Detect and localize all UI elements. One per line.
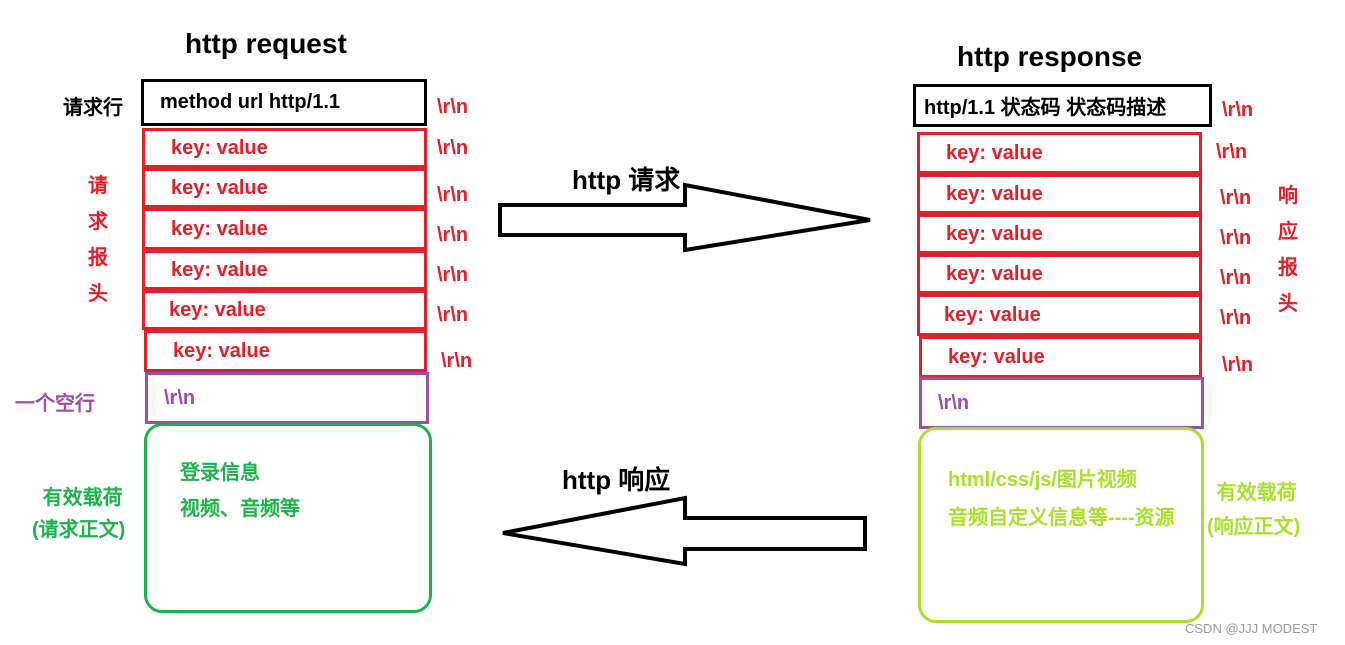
request-body-label-line: 有效载荷 <box>42 487 123 509</box>
watermark: CSDN @JJJ MODEST <box>1185 621 1318 636</box>
response-headers-label-char: 应 <box>1278 221 1298 243</box>
response-headers-label: 响 应 报 头 <box>1278 178 1298 322</box>
request-headers-label: 请 求 报 头 <box>88 168 108 312</box>
request-header-crlf: \r\n <box>441 350 473 372</box>
response-header-crlf: \r\n <box>1222 354 1254 376</box>
response-status-line-box: http/1.1 状态码 状态码描述 <box>913 84 1212 127</box>
response-headers-label-char: 报 <box>1278 257 1298 279</box>
request-header-crlf: \r\n <box>437 264 469 286</box>
response-header-crlf: \r\n <box>1220 227 1252 249</box>
request-header-row: key: value <box>142 290 427 330</box>
request-header-crlf: \r\n <box>437 304 469 326</box>
request-line-label: 请求行 <box>63 97 123 119</box>
response-arrow <box>502 495 867 567</box>
request-empty-line-box: \r\n <box>145 372 429 424</box>
request-line-crlf: \r\n <box>437 96 469 118</box>
request-body-line: 视频、音频等 <box>180 498 300 520</box>
response-headers-label-char: 头 <box>1278 293 1298 315</box>
request-body-label-line: (请求正文) <box>32 519 126 541</box>
request-line-box: method url http/1.1 <box>141 79 427 126</box>
request-header-row: key: value <box>142 168 427 208</box>
request-header-crlf: \r\n <box>437 184 469 206</box>
request-headers-label-char: 报 <box>88 247 108 269</box>
response-arrow-label: http 响应 <box>562 465 671 495</box>
response-body-line: 音频自定义信息等----资源 <box>948 507 1175 529</box>
response-body-line: html/css/js/图片视频 <box>948 469 1137 491</box>
response-body-label-line: 有效载荷 <box>1216 482 1297 504</box>
request-header-crlf: \r\n <box>437 224 469 246</box>
request-header-row: key: value <box>142 250 427 290</box>
request-title: http request <box>185 28 347 59</box>
response-status-crlf: \r\n <box>1222 99 1254 121</box>
response-body-label: 有效载荷 (响应正文) <box>1207 476 1300 544</box>
response-empty-line-box: \r\n <box>919 377 1204 429</box>
request-arrow-label: http 请求 <box>572 165 681 195</box>
response-header-crlf: \r\n <box>1220 187 1252 209</box>
response-headers-label-char: 响 <box>1278 185 1298 207</box>
response-header-row: key: value <box>917 132 1202 174</box>
response-header-crlf: \r\n <box>1220 307 1252 329</box>
response-header-row: key: value <box>917 214 1202 254</box>
request-headers-label-char: 头 <box>88 283 108 305</box>
response-header-row: key: value <box>917 174 1202 214</box>
request-header-row: key: value <box>142 208 427 250</box>
request-body-line: 登录信息 <box>180 462 260 484</box>
request-headers-label-char: 求 <box>88 211 108 233</box>
response-title: http response <box>957 41 1143 72</box>
request-body-box <box>144 423 432 613</box>
request-empty-line-label: 一个空行 <box>15 393 95 415</box>
request-arrow <box>498 182 871 253</box>
request-headers-label-char: 请 <box>88 175 108 197</box>
request-header-row: key: value <box>144 330 427 372</box>
response-header-row: key: value <box>919 336 1202 378</box>
response-body-content: html/css/js/图片视频 音频自定义信息等----资源 <box>948 461 1175 537</box>
response-header-row: key: value <box>917 254 1202 294</box>
response-header-row: key: value <box>917 294 1202 336</box>
request-body-label: 有效载荷 (请求正文) <box>32 482 125 546</box>
request-body-content: 登录信息 视频、音频等 <box>180 455 300 527</box>
request-header-crlf: \r\n <box>437 137 469 159</box>
request-header-row: key: value <box>142 128 427 168</box>
response-header-crlf: \r\n <box>1220 267 1252 289</box>
response-body-box <box>918 427 1204 623</box>
response-body-label-line: (响应正文) <box>1207 516 1301 538</box>
response-header-crlf: \r\n <box>1216 141 1248 163</box>
